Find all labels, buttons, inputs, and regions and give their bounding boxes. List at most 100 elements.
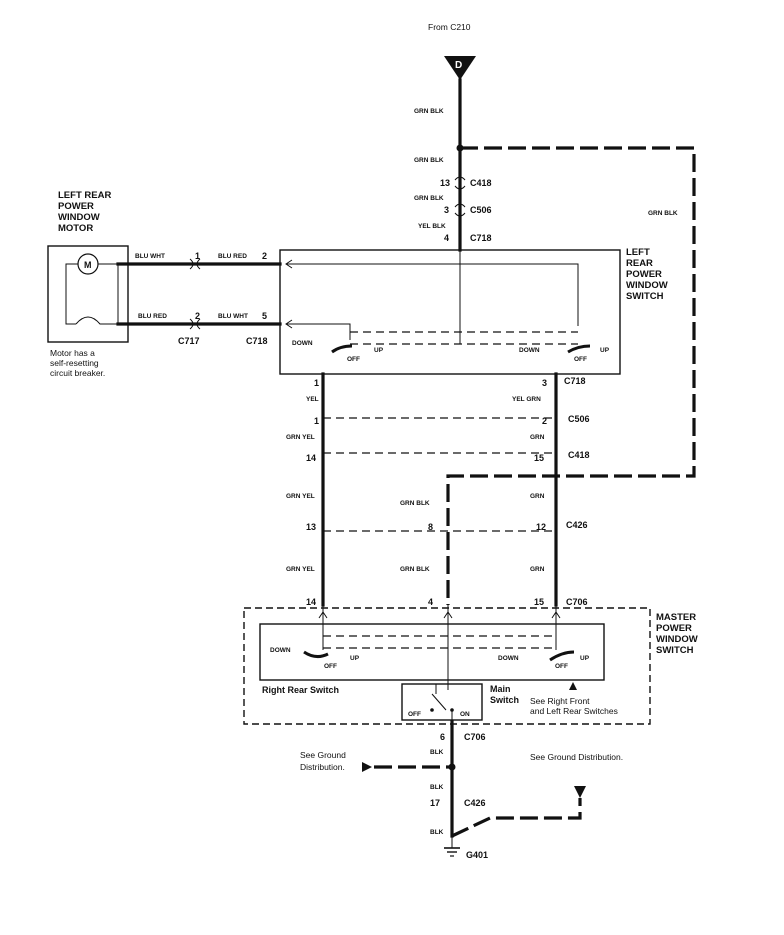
branch-wire-grn-blk [446, 146, 696, 605]
see-right-front-1: See Right Front [530, 696, 590, 706]
pin-4-c718: 4 [444, 233, 449, 243]
connector-c506-symbol [454, 203, 466, 217]
wire-label-blu-red-1: BLU RED [218, 253, 247, 260]
connector-c706-top: C706 [566, 597, 588, 607]
wire-label-yel: YEL [306, 396, 319, 403]
wire-label-grn-yel-3: GRN YEL [286, 566, 315, 573]
wire-label-blu-wht-1: BLU WHT [135, 253, 165, 260]
wire-label-blu-wht-2: BLU WHT [218, 313, 248, 320]
left-switch-down-2: DOWN [519, 347, 540, 354]
ground-left-1: See Ground [300, 750, 346, 760]
main-switch-off: OFF [408, 711, 421, 718]
master-switch-internals [303, 605, 577, 690]
motor-note-1: Motor has a [50, 348, 95, 358]
pin-14-c418: 14 [306, 453, 316, 463]
wire-label-grn-blk-3: GRN BLK [414, 195, 444, 202]
right-rear-switch-label: Right Rear Switch [262, 685, 339, 695]
master-switch-title-1: MASTER [656, 612, 696, 623]
wire-label-blk-2: BLK [430, 784, 444, 791]
wire-label-grn-blk-2: GRN BLK [414, 157, 444, 164]
pin-5-c718: 5 [262, 311, 267, 321]
left-switch-up-2: UP [600, 347, 610, 354]
ground-right: See Ground Distribution. [530, 752, 623, 762]
connector-c426-bottom: C426 [464, 798, 486, 808]
source-letter: D [455, 60, 462, 71]
connector-c506-mid: C506 [568, 414, 590, 424]
left-switch-title-5: SWITCH [626, 291, 664, 302]
ground-arrow-right-icon [574, 786, 586, 798]
connector-c718-left: C718 [246, 336, 268, 346]
wire-label-grn-blk-5: GRN BLK [400, 566, 430, 573]
master-switch-title-3: WINDOW [656, 634, 698, 645]
pin-14-c706: 14 [306, 597, 316, 607]
pin-1-c718-left: 1 [314, 378, 319, 388]
pin-13-c418: 13 [440, 178, 450, 188]
pin-13-c426: 13 [306, 522, 316, 532]
connector-c418-symbol [454, 176, 466, 190]
motor-box [47, 245, 129, 343]
master-switch-off-2: OFF [555, 663, 568, 670]
motor-note-3: circuit breaker. [50, 368, 105, 378]
motor-title-3: WINDOW [58, 212, 100, 223]
connector-c418-mid: C418 [568, 450, 590, 460]
master-switch-up-1: UP [350, 655, 360, 662]
motor-icon: M [65, 253, 119, 325]
wire-label-yel-grn: YEL GRN [512, 396, 541, 403]
connector-c717-top-symbol [189, 258, 201, 270]
source-arrow-icon: D [444, 56, 476, 80]
left-switch-title-2: REAR [626, 258, 653, 269]
wire-label-yel-blk: YEL BLK [418, 223, 446, 230]
master-switch-off-1: OFF [324, 663, 337, 670]
wire-label-grn-yel-2: GRN YEL [286, 493, 315, 500]
pin-3-c506: 3 [444, 205, 449, 215]
pin-15-c418: 15 [534, 453, 544, 463]
master-switch-box [243, 607, 651, 725]
connector-c506: C506 [470, 205, 492, 215]
left-rear-switch-box [279, 249, 621, 375]
main-switch-on: ON [460, 711, 470, 718]
left-switch-up-1: UP [374, 347, 384, 354]
connector-c717-bottom-symbol [189, 318, 201, 330]
wire-label-blk-3: BLK [430, 829, 444, 836]
pin-15-c706: 15 [534, 597, 544, 607]
pin-2-c506: 2 [542, 416, 547, 426]
main-switch-internals [430, 684, 454, 722]
motor-title-1: LEFT REAR [58, 190, 111, 201]
ground-symbol-icon [444, 836, 460, 857]
ground-g401: G401 [466, 850, 488, 860]
left-switch-down-1: DOWN [292, 340, 313, 347]
master-switch-down-1: DOWN [270, 647, 291, 654]
ground-left-2: Distribution. [300, 762, 345, 772]
pin-1-c717: 1 [195, 251, 200, 261]
ground-wire-right [451, 798, 582, 838]
connector-c418: C418 [470, 178, 492, 188]
connector-c717: C717 [178, 336, 200, 346]
left-switch-title-1: LEFT [626, 247, 650, 258]
wire-label-blu-red-2: BLU RED [138, 313, 167, 320]
pin-4-c706: 4 [428, 597, 433, 607]
main-switch-box [401, 683, 483, 721]
master-switch-title-4: SWITCH [656, 645, 694, 656]
left-switch-off-2: OFF [574, 356, 587, 363]
master-switch-down-2: DOWN [498, 655, 519, 662]
pin-2-c718: 2 [262, 251, 267, 261]
wire-label-grn-yel-1: GRN YEL [286, 434, 315, 441]
wire-label-grn-2: GRN [530, 493, 545, 500]
wire-label-grn-3: GRN [530, 566, 545, 573]
left-switch-title-3: POWER [626, 269, 662, 280]
motor-note-2: self-resetting [50, 358, 99, 368]
left-switch-title-4: WINDOW [626, 280, 668, 291]
see-right-front-2: and Left Rear Switches [530, 706, 618, 716]
pin-6-c706: 6 [440, 732, 445, 742]
connector-c426-mid: C426 [566, 520, 588, 530]
main-switch-label-1: Main [490, 684, 511, 694]
connector-c706-bottom: C706 [464, 732, 486, 742]
left-switch-off-1: OFF [347, 356, 360, 363]
wire-label-grn-blk-1: GRN BLK [414, 108, 444, 115]
left-switch-internals [285, 250, 591, 354]
main-switch-label-2: Switch [490, 695, 519, 705]
source-label: From C210 [428, 22, 471, 32]
pin-17-c426: 17 [430, 798, 440, 808]
connector-c718-top: C718 [470, 233, 492, 243]
